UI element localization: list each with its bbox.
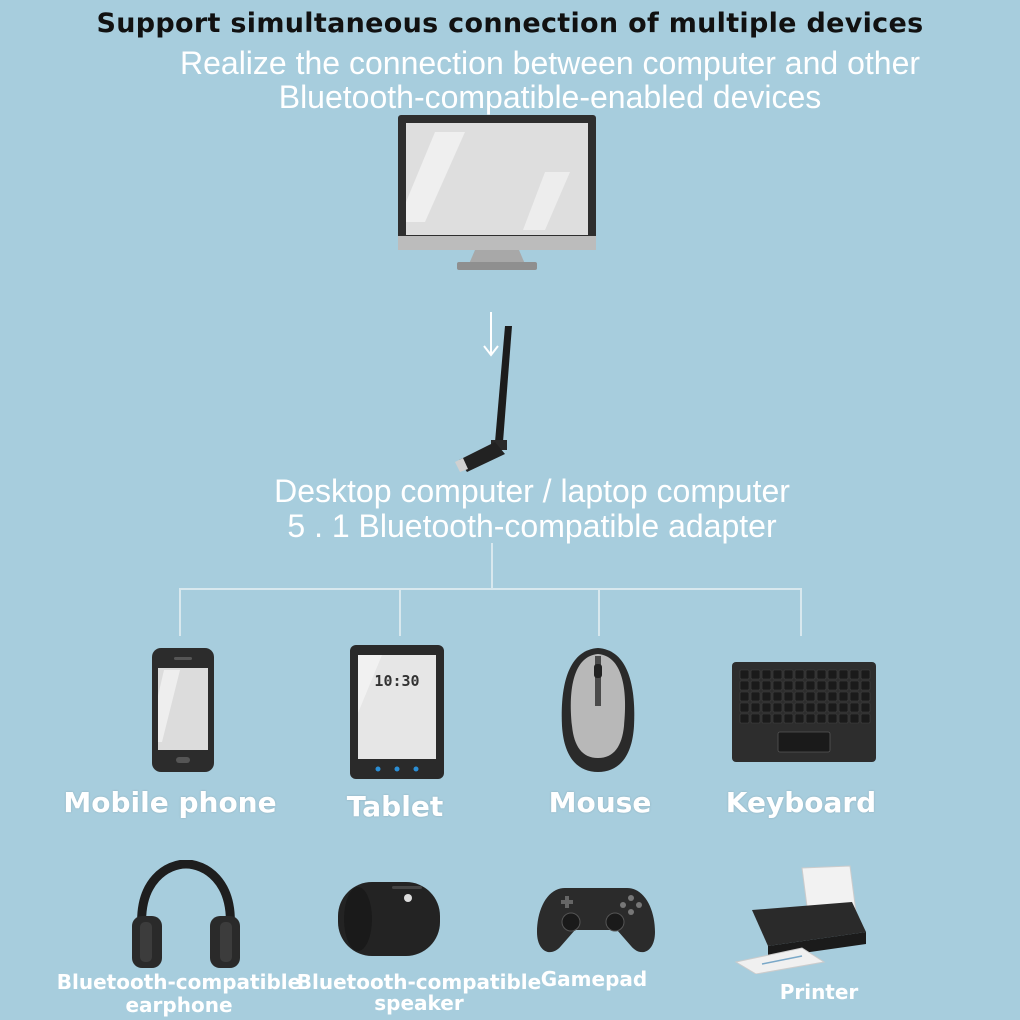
monitor-icon [398,115,596,270]
keyboard-key [860,669,871,680]
keyboard-key [849,702,860,713]
keyboard-key [761,680,772,691]
keyboard-key [750,691,761,702]
keyboard-key [838,713,849,724]
keyboard-key [794,713,805,724]
keyboard-key [827,669,838,680]
headphones-icon [132,860,240,968]
keyboard-key [805,669,816,680]
keyboard-key [860,680,871,691]
label-keyboard: Keyboard [725,786,877,819]
tree-leaf-line [179,588,181,636]
page-title: Support simultaneous connection of multi… [96,8,924,39]
tablet-clock: 10:30 [374,672,420,690]
keyboard-key [816,669,827,680]
keyboard-key [794,680,805,691]
keyboard-key [805,691,816,702]
adapter-line-1: Desktop computer / laptop computer [274,473,790,509]
arrow-down-icon [483,312,499,357]
label-earphone: Bluetooth-compatible earphone [52,971,306,1017]
keyboard-key [750,713,761,724]
printer-icon [734,865,866,974]
label-speaker: Bluetooth-compatible speaker [294,971,544,1015]
keyboard-key [772,713,783,724]
keyboard-key [750,680,761,691]
keyboard-key [783,702,794,713]
keyboard-key [849,680,860,691]
keyboard-key [772,669,783,680]
adapter-line-2: 5 . 1 Bluetooth-compatible adapter [287,508,777,544]
keyboard-key [794,691,805,702]
phone-icon [152,648,214,772]
keyboard-key [838,691,849,702]
keyboard-icon [732,662,876,762]
keyboard-key [761,702,772,713]
keyboard-key [794,702,805,713]
keyboard-key [772,702,783,713]
subtitle-line-2: Bluetooth-compatible-enabled devices [278,79,822,115]
keyboard-key [772,691,783,702]
keyboard-key [816,702,827,713]
mouse-icon [561,648,635,772]
label-printer: Printer [779,980,859,1004]
keyboard-key [783,680,794,691]
label-speaker-line1: Bluetooth-compatible [296,970,542,994]
keyboard-key [827,680,838,691]
subtitle-line-1: Realize the connection between computer … [179,45,921,81]
keyboard-key [827,702,838,713]
tree-leaf-line [598,588,600,636]
keyboard-key [860,691,871,702]
keyboard-key [805,713,816,724]
keyboard-key [849,669,860,680]
gamepad-icon [537,888,655,953]
tablet-icon [350,645,444,779]
keyboard-key [838,680,849,691]
keyboard-key [739,691,750,702]
label-speaker-line2: speaker [374,991,464,1015]
tree-leaf-line [800,588,802,636]
tree-branch-line [179,588,802,590]
keyboard-key [816,713,827,724]
keyboard-key [739,713,750,724]
keyboard-key [761,713,772,724]
keyboard-key [816,691,827,702]
keyboard-key [739,702,750,713]
keyboard-key [827,713,838,724]
keyboard-key [849,691,860,702]
keyboard-key [827,691,838,702]
keyboard-key [816,680,827,691]
keyboard-key [750,702,761,713]
label-mobile-phone: Mobile phone [63,786,277,819]
keyboard-key [783,713,794,724]
keyboard-key [750,669,761,680]
keyboard-key [794,669,805,680]
keyboard-key [860,702,871,713]
keyboard-key [783,691,794,702]
tree-leaf-line [399,588,401,636]
keyboard-key [805,680,816,691]
tree-trunk-line [491,543,493,590]
keyboard-key [838,669,849,680]
keyboard-key [805,702,816,713]
keyboard-key [772,680,783,691]
keyboard-key [838,702,849,713]
label-earphone-line2: earphone [125,993,233,1017]
label-earphone-line1: Bluetooth-compatible [56,970,302,994]
keyboard-key [739,669,750,680]
keyboard-key [739,680,750,691]
label-mouse: Mouse [548,786,652,819]
keyboard-key [849,713,860,724]
keyboard-key [761,669,772,680]
speaker-icon [338,882,440,956]
keyboard-key [860,713,871,724]
keyboard-key [783,669,794,680]
label-gamepad: Gamepad [540,967,648,991]
label-tablet: Tablet [346,790,444,823]
usb-adapter-icon [455,326,512,472]
keyboard-key [761,691,772,702]
